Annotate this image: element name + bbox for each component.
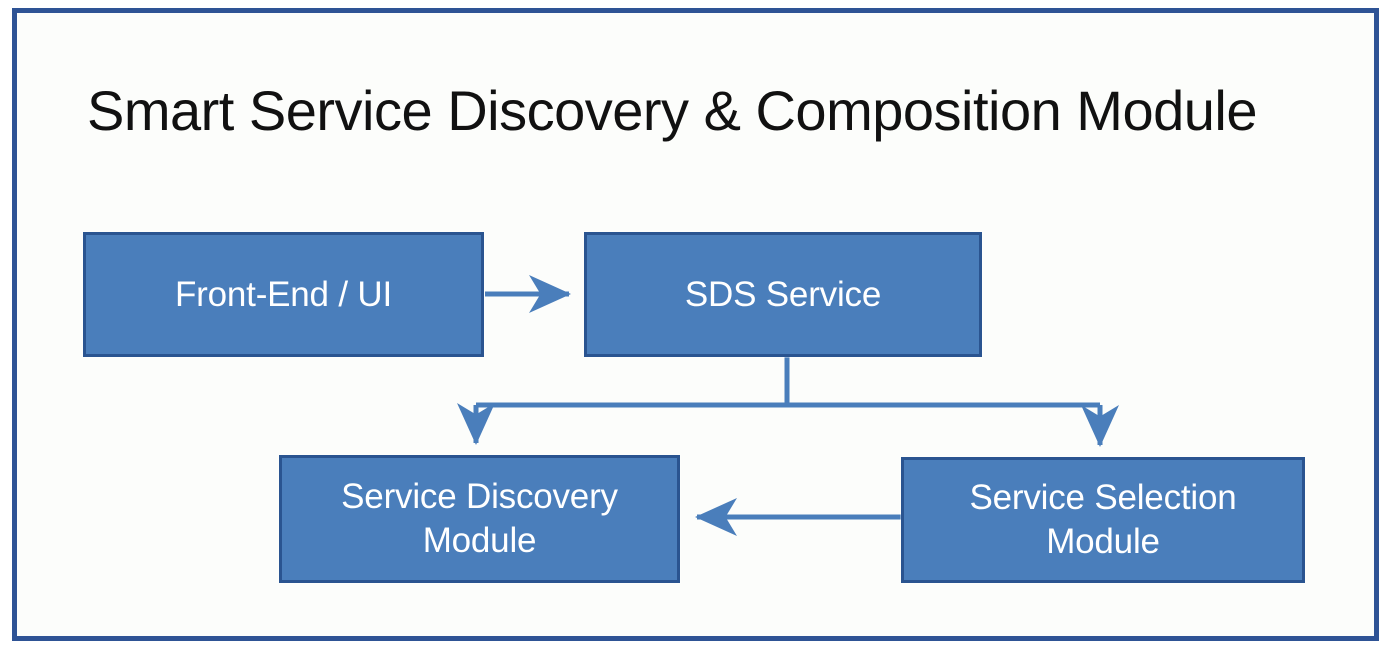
node-label: Front-End / UI bbox=[175, 274, 392, 314]
node-label: SDS Service bbox=[684, 274, 882, 314]
node-label: Service Discovery Module bbox=[341, 477, 618, 560]
connector-sds-split-bus bbox=[476, 357, 1100, 408]
diagram-frame: Smart Service Discovery & Composition Mo… bbox=[12, 8, 1379, 641]
diagram-title: Smart Service Discovery & Composition Mo… bbox=[87, 78, 1257, 142]
node-sds-service[interactable]: SDS Service bbox=[584, 232, 982, 357]
node-label: Service Selection Module bbox=[969, 478, 1237, 561]
node-front-end-ui[interactable]: Front-End / UI bbox=[83, 232, 484, 357]
node-service-discovery-module[interactable]: Service Discovery Module bbox=[279, 455, 680, 583]
node-service-selection-module[interactable]: Service Selection Module bbox=[901, 457, 1305, 583]
